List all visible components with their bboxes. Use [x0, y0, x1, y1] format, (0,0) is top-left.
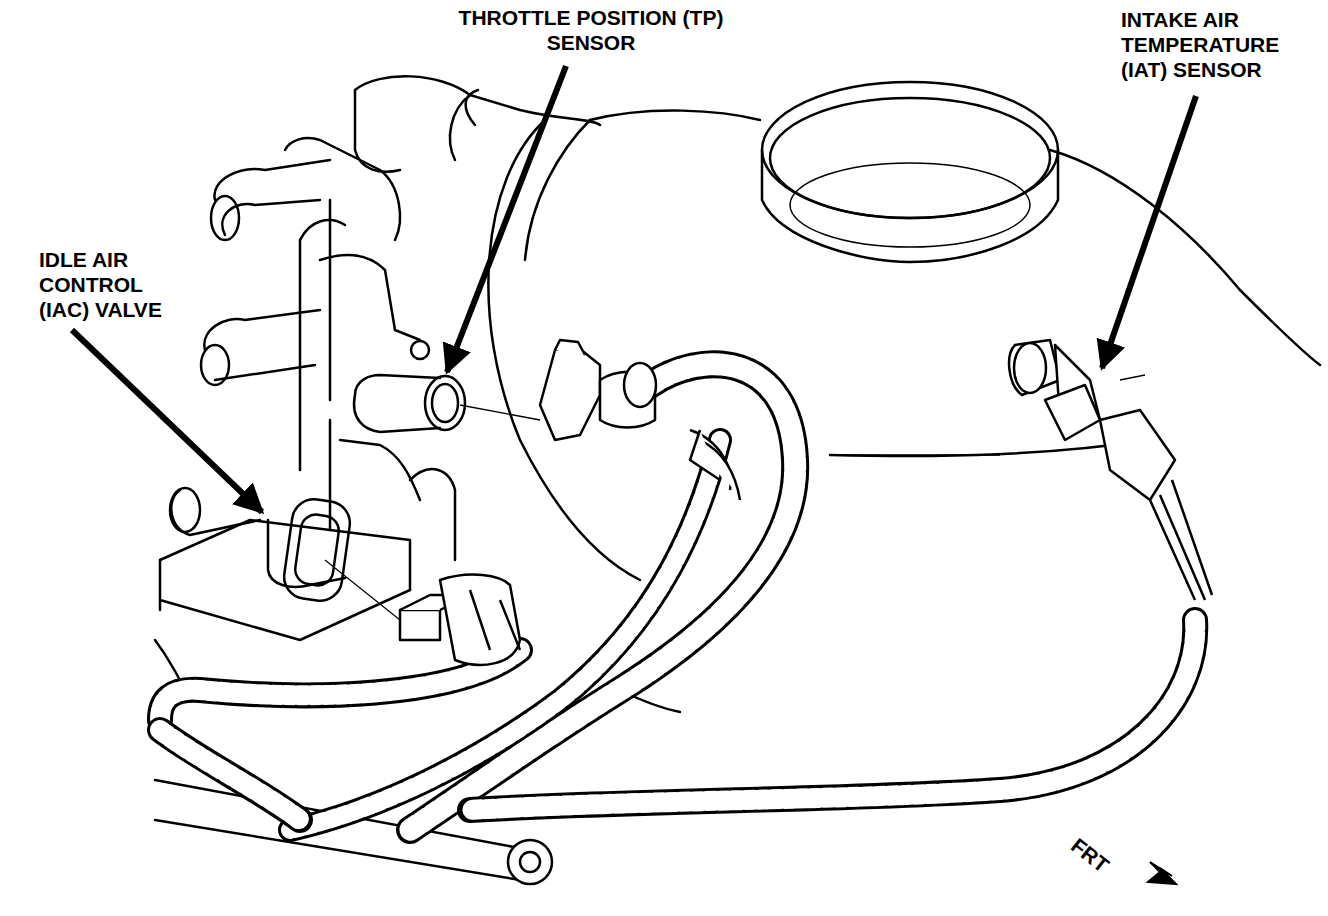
part-label: IDLE AIR CONTROL (IAC) VALVE: [36, 246, 188, 323]
part-label: THROTTLE POSITION (TP) SENSOR: [455, 4, 727, 56]
direction-label: FRT: [1063, 830, 1136, 896]
part-label: INTAKE AIR TEMPERATURE (IAT) SENSOR: [1118, 6, 1318, 83]
front-arrow: [1148, 862, 1176, 884]
